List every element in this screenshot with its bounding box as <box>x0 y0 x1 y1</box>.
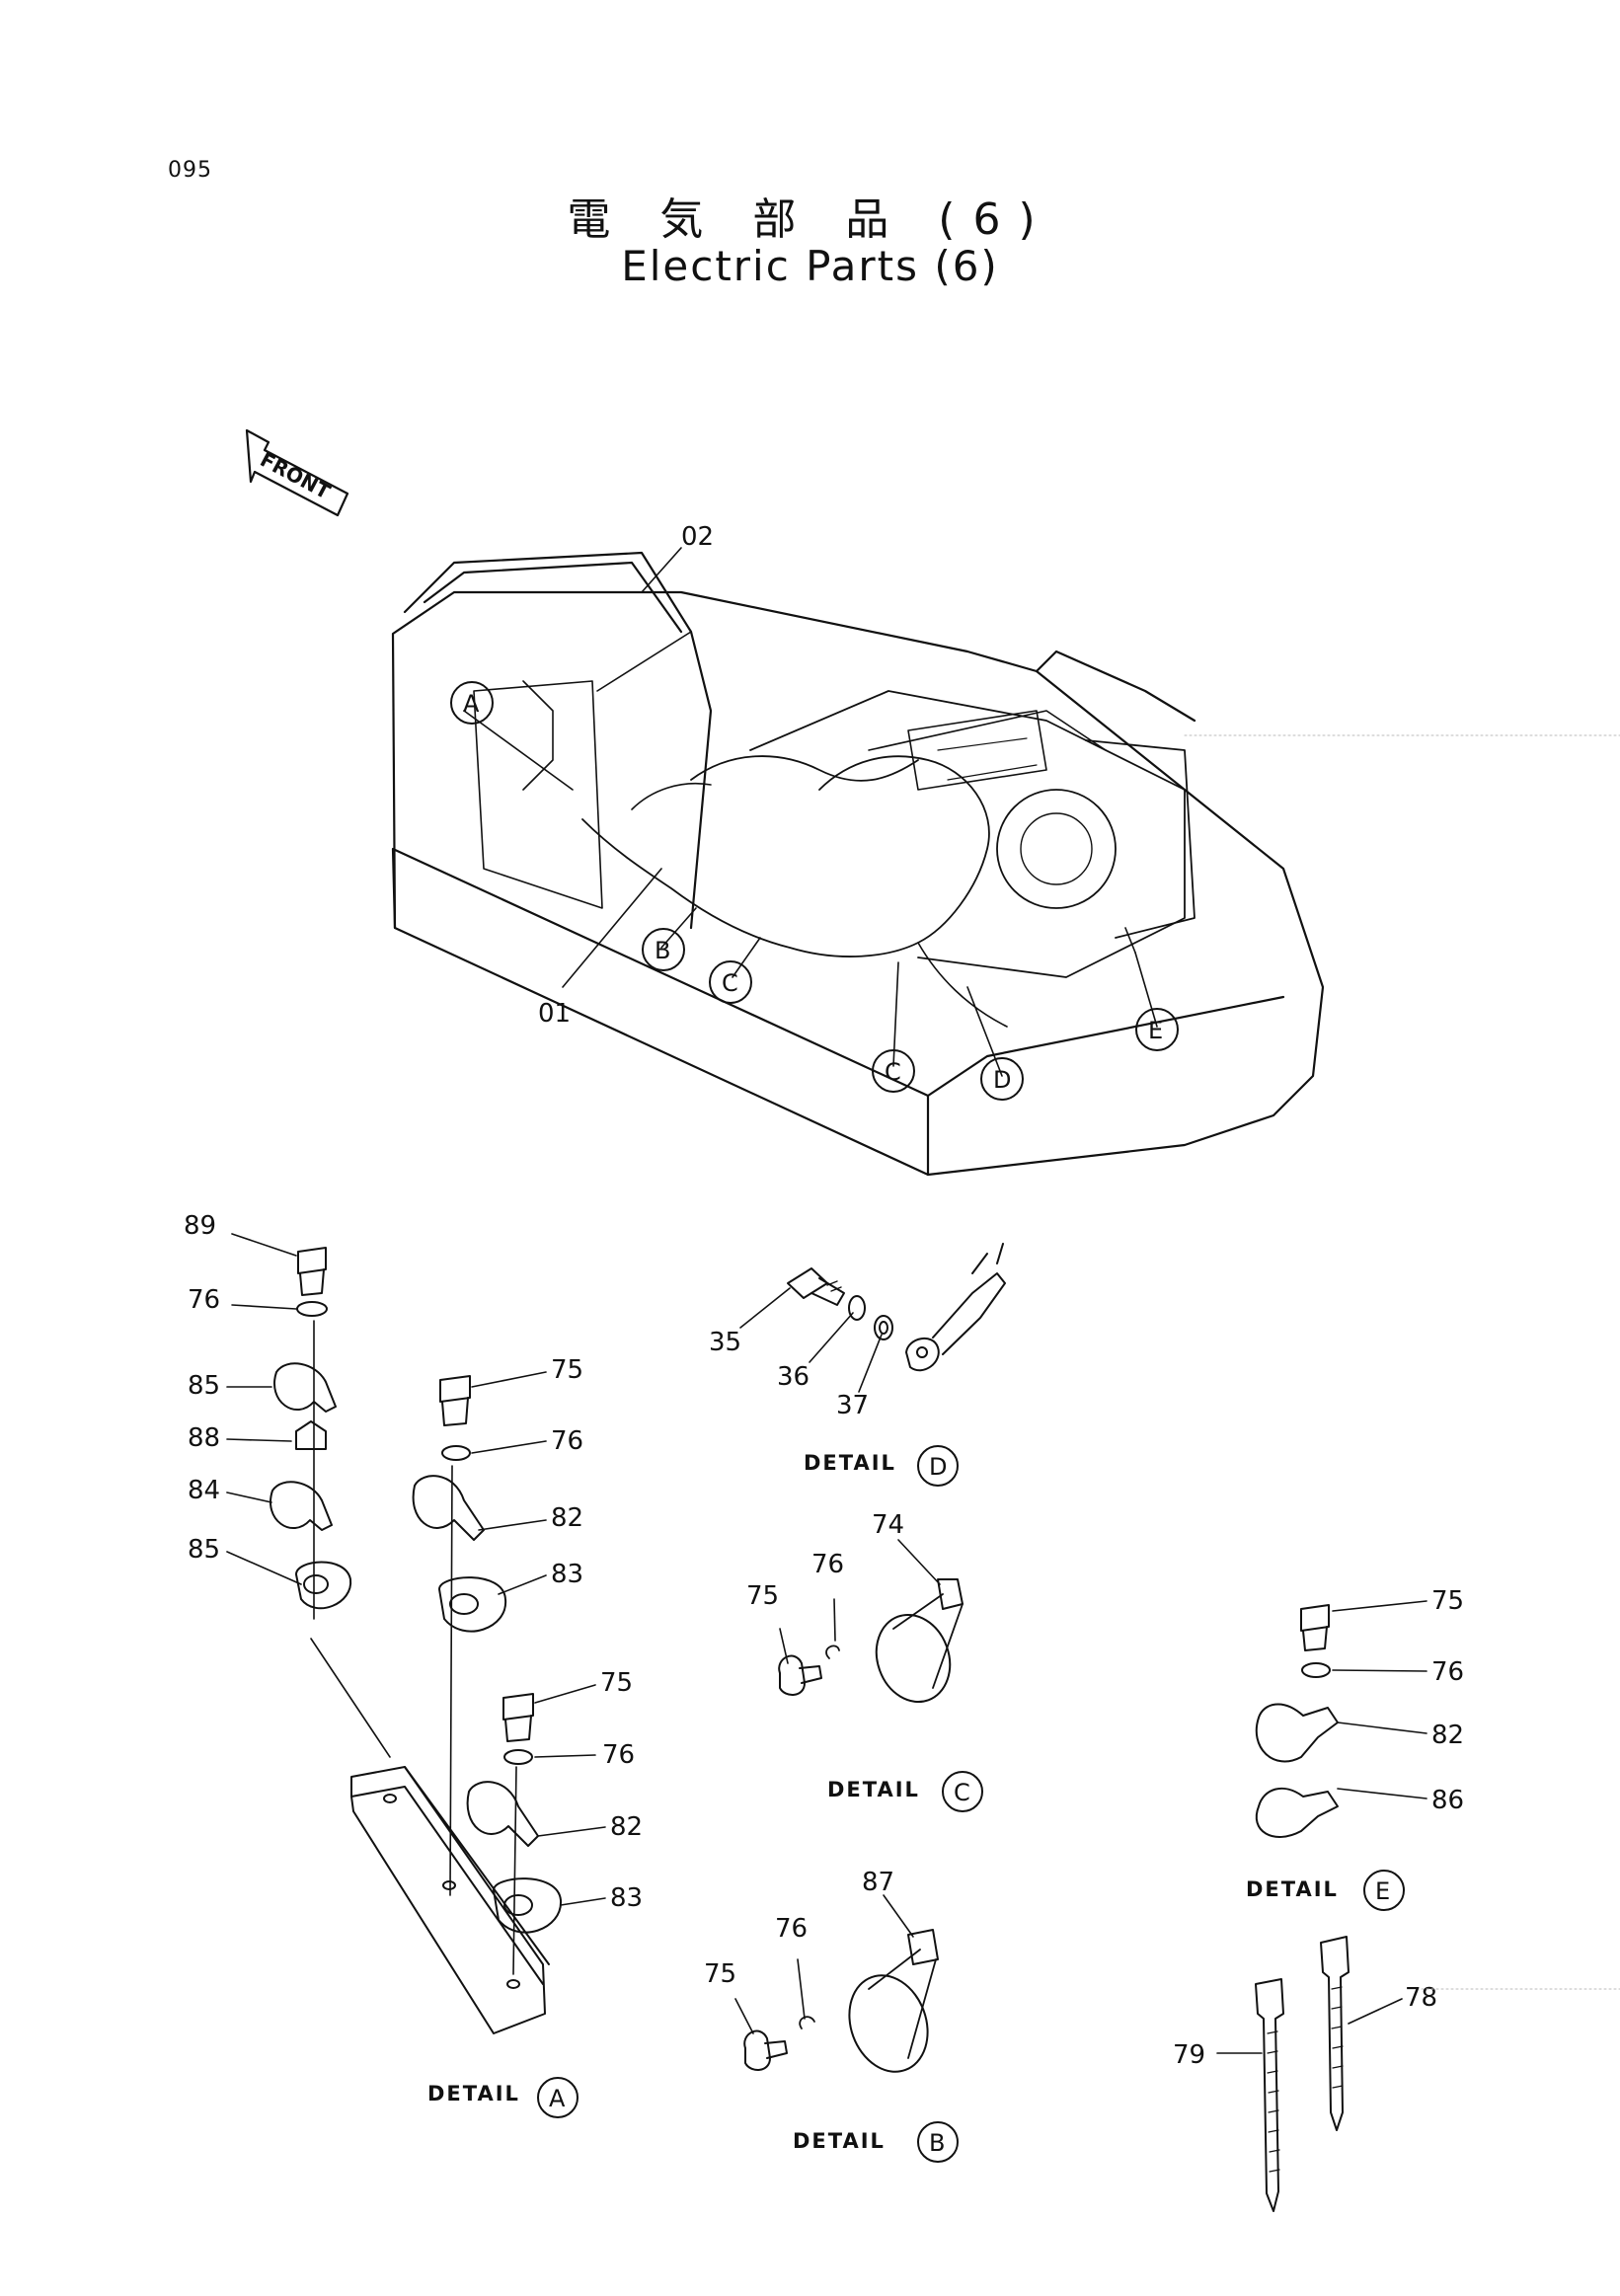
detail-e-part-86: 86 <box>1431 1786 1464 1815</box>
detail-c-part-75: 75 <box>746 1581 779 1611</box>
detail-b-drawing <box>734 1894 959 2163</box>
detail-a-part-89: 89 <box>184 1211 216 1241</box>
detail-a-part-82b: 82 <box>610 1812 643 1842</box>
detail-a-part-84: 84 <box>188 1476 220 1505</box>
detail-d-letter: D <box>929 1453 947 1481</box>
detail-a-part-82: 82 <box>551 1503 583 1533</box>
detail-c-part-76: 76 <box>811 1550 844 1579</box>
marker-e: E <box>1148 1017 1163 1044</box>
detail-e-part-76: 76 <box>1431 1657 1464 1687</box>
cable-tie-78-label: 78 <box>1405 1983 1437 2013</box>
detail-a-part-83b: 83 <box>610 1883 643 1913</box>
detail-a-part-85b: 85 <box>188 1535 220 1565</box>
detail-c-letter: C <box>954 1779 970 1806</box>
main-assembly <box>391 547 1325 1177</box>
label-01: 01 <box>538 999 571 1029</box>
detail-e-part-82: 82 <box>1431 1721 1464 1750</box>
marker-c1: C <box>722 969 738 997</box>
detail-a-part-85: 85 <box>188 1371 220 1401</box>
detail-e-caption: DETAIL <box>1246 1877 1339 1901</box>
detail-d-part-37: 37 <box>836 1391 869 1420</box>
cable-ties-drawing <box>1216 1936 1403 2212</box>
detail-d-drawing <box>739 1243 1006 1487</box>
title-japanese: 電 気 部 品 (6) <box>567 194 1053 245</box>
marker-a: A <box>463 690 480 718</box>
detail-a-part-76b: 76 <box>551 1426 583 1456</box>
detail-a-part-75b: 75 <box>600 1668 633 1698</box>
detail-c-caption: DETAIL <box>827 1778 920 1801</box>
detail-e-part-75: 75 <box>1431 1586 1464 1616</box>
detail-a-part-88: 88 <box>188 1423 220 1453</box>
front-arrow-label: FRONT <box>257 447 335 503</box>
detail-c-part-74: 74 <box>872 1510 904 1540</box>
detail-c-drawing <box>778 1539 983 1812</box>
detail-a-drawing <box>226 1233 606 2118</box>
detail-e-drawing <box>1255 1600 1427 1911</box>
detail-d-part-35: 35 <box>709 1328 741 1357</box>
detail-b-part-75: 75 <box>704 1959 736 1989</box>
front-arrow: FRONT <box>245 428 349 517</box>
detail-d-caption: DETAIL <box>804 1451 896 1475</box>
marker-d: D <box>993 1066 1011 1094</box>
detail-a-part-76: 76 <box>188 1285 220 1315</box>
page-number: 095 <box>168 158 212 183</box>
detail-a-part-75: 75 <box>551 1355 583 1385</box>
marker-c2: C <box>885 1058 901 1086</box>
detail-a-part-76c: 76 <box>602 1740 635 1770</box>
detail-a-letter: A <box>549 2085 566 2112</box>
detail-d-part-36: 36 <box>777 1362 810 1392</box>
detail-a-caption: DETAIL <box>427 2082 520 2105</box>
label-02: 02 <box>681 522 714 552</box>
detail-b-part-76: 76 <box>775 1914 808 1944</box>
detail-b-part-87: 87 <box>862 1868 894 1897</box>
detail-b-caption: DETAIL <box>793 2129 886 2153</box>
title-english: Electric Parts (6) <box>621 242 999 290</box>
cable-tie-79-label: 79 <box>1173 2040 1205 2070</box>
detail-b-letter: B <box>929 2129 945 2157</box>
marker-b: B <box>655 937 670 964</box>
detail-e-letter: E <box>1375 1877 1390 1905</box>
detail-a-part-83: 83 <box>551 1560 583 1589</box>
